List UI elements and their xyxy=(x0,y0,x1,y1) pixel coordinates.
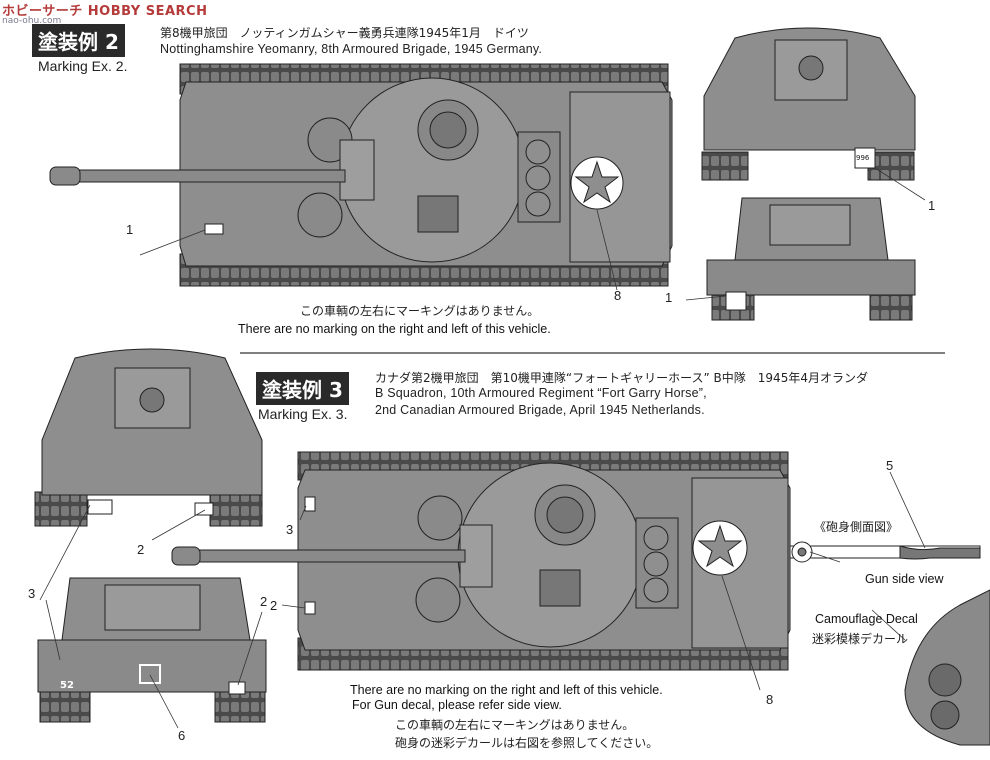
ex2-note-en: There are no marking on the right and le… xyxy=(238,322,551,336)
ex3-rear-view xyxy=(37,577,267,723)
ex2-callout-left: 1 xyxy=(126,222,134,237)
ex3-vehicle-number-front: 52 xyxy=(89,500,103,511)
ex3-badge: 塗装例 3 xyxy=(256,372,349,405)
ex3-front-view xyxy=(34,348,263,527)
ex3-marking-label: Marking Ex. 3. xyxy=(258,406,348,422)
watermark-site: nao-ohu.com xyxy=(2,16,62,26)
gun-side-view-jp: 《砲身側面図》 xyxy=(814,520,899,534)
ex3-callout-2c: 2 xyxy=(270,598,278,613)
ex3-vehicle-number-rear: 52 xyxy=(60,680,74,691)
ex3-note-jp1: この車輌の左右にマーキングはありません。 xyxy=(395,718,635,732)
ex2-front-view xyxy=(701,27,916,181)
ex3-en-line2: 2nd Canadian Armoured Brigade, April 194… xyxy=(375,403,705,417)
ex3-top-view xyxy=(171,451,791,671)
ex3-leader-lines xyxy=(39,471,926,729)
gun-side-view-en: Gun side view xyxy=(865,572,944,586)
ex2-note-jp: この車輌の左右にマーキングはありません。 xyxy=(300,304,540,318)
ex2-top-view xyxy=(49,63,673,287)
ex3-jp-title: カナダ第2機甲旅団 第10機甲連隊“フォートギャリーホース” B中隊 1945年… xyxy=(375,371,868,385)
ex2-callout-rear-right: 1 xyxy=(665,290,673,305)
ex3-callout-6: 6 xyxy=(178,728,186,743)
ex3-callout-2b: 2 xyxy=(260,594,268,609)
ex2-jp-title: 第8機甲旅団 ノッティンガムシャー義勇兵連隊1945年1月 ドイツ xyxy=(160,26,529,40)
ex3-callout-3a: 3 xyxy=(286,522,294,537)
watermark-logo: ホビーサーチ HOBBY SEARCH xyxy=(2,4,208,19)
ex3-callout-8: 8 xyxy=(766,692,774,707)
camo-decal-en: Camouflage Decal xyxy=(815,612,918,626)
ex3-callout-5: 5 xyxy=(886,458,894,473)
ex2-badge: 塗装例 2 xyxy=(32,24,125,57)
ex2-leader-lines xyxy=(139,167,926,301)
camo-decal-jp: 迷彩模様デカール xyxy=(812,632,909,646)
ex3-note-en2: For Gun decal, please refer side view. xyxy=(352,698,562,712)
ex3-note-en1: There are no marking on the right and le… xyxy=(350,683,663,697)
ex3-callout-3b: 3 xyxy=(28,586,36,601)
ex3-en-line1: B Squadron, 10th Armoured Regiment “Fort… xyxy=(375,386,707,400)
ex3-wheel-partial xyxy=(904,589,990,746)
ex2-marking-label: Marking Ex. 2. xyxy=(38,58,128,74)
ex3-gun-side-view xyxy=(789,541,981,563)
ex3-callout-2a: 2 xyxy=(137,542,145,557)
ex3-note-jp2: 砲身の迷彩デカールは右図を参照してください。 xyxy=(395,736,659,750)
ex2-rear-view xyxy=(706,197,916,321)
ex2-callout-star: 8 xyxy=(614,288,622,303)
ex2-plate-number: 996 xyxy=(856,154,870,162)
ex2-en-title: Nottinghamshire Yeomanry, 8th Armoured B… xyxy=(160,42,543,56)
ex2-callout-front-right: 1 xyxy=(928,198,936,213)
